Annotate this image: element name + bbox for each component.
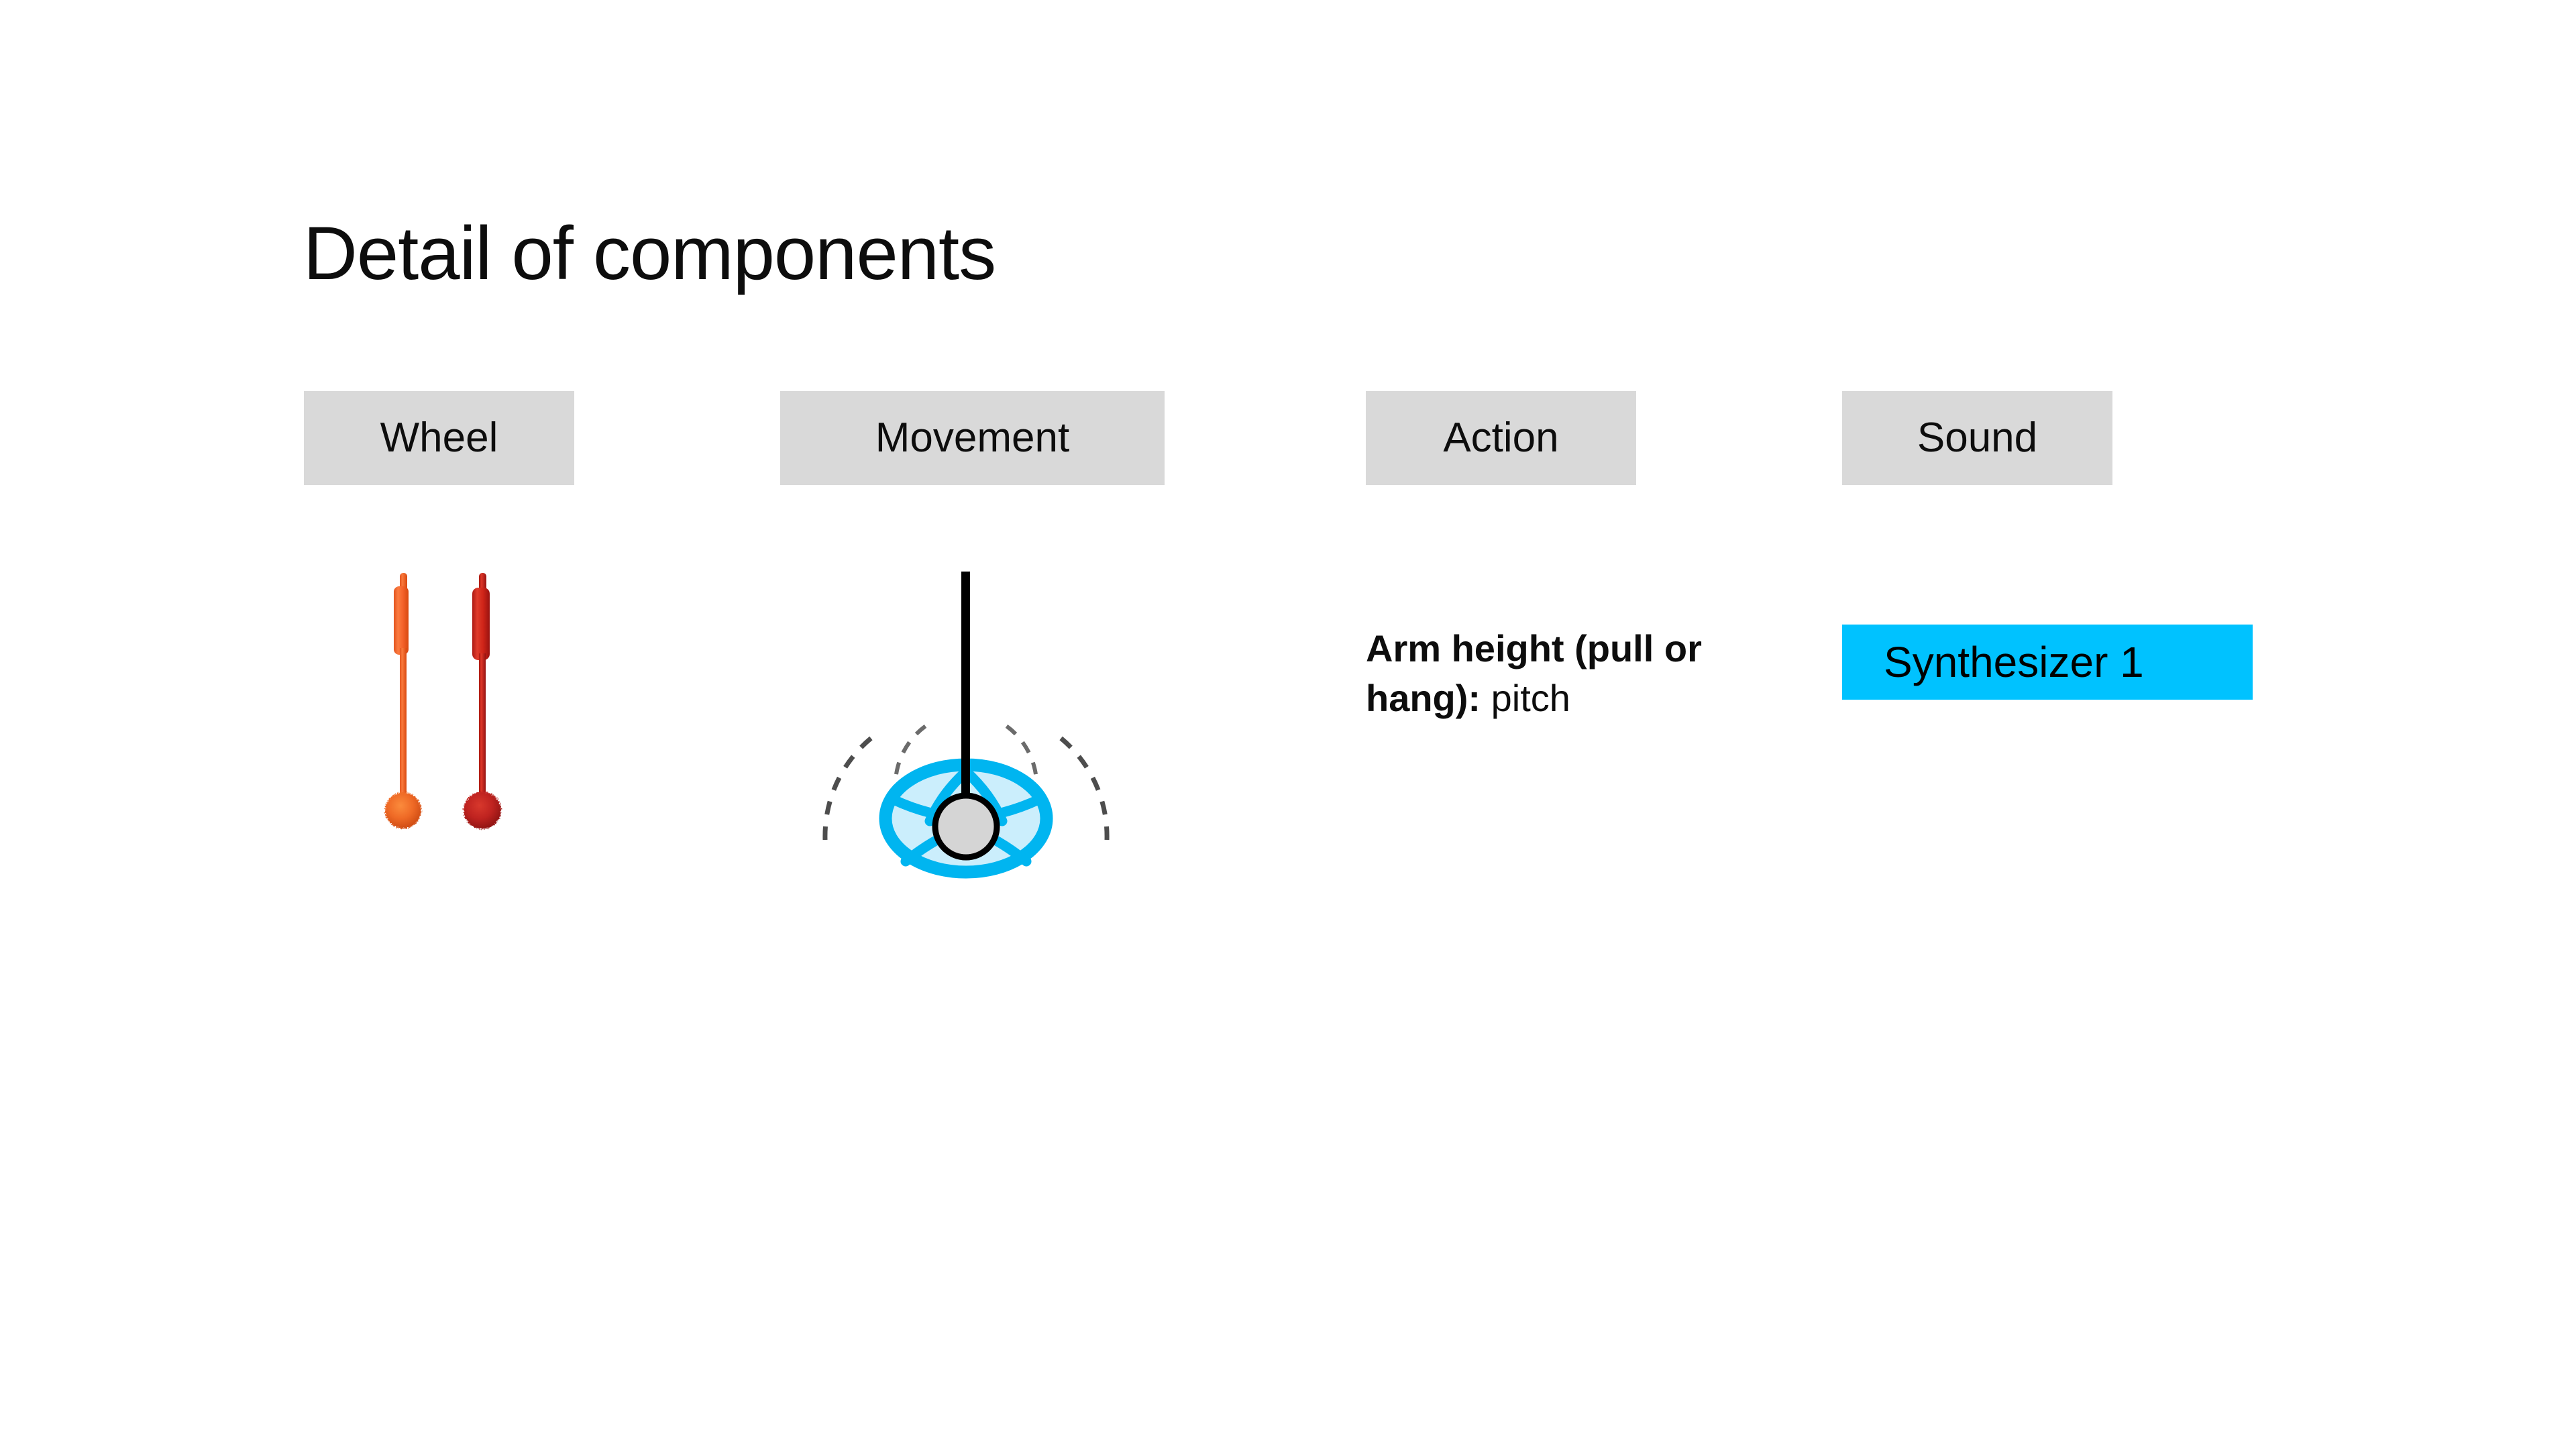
swing-arc-outer <box>822 731 1110 841</box>
sound-badge-label: Synthesizer 1 <box>1884 638 2144 686</box>
wheel-hub <box>932 792 1000 861</box>
column-header-wheel: Wheel <box>304 391 574 485</box>
column-header-action: Action <box>1366 391 1636 485</box>
orange-mallet <box>385 573 421 828</box>
column-header-movement: Movement <box>780 391 1165 485</box>
two-mallets-photo <box>349 564 550 865</box>
column-header-label: Action <box>1443 415 1559 461</box>
action-description-bold: Arm height (pull or hang): <box>1366 627 1702 720</box>
column-header-label: Movement <box>875 415 1070 461</box>
action-description: Arm height (pull or hang): pitch <box>1366 624 1715 724</box>
column-header-label: Sound <box>1917 415 2038 461</box>
swinging-wheel-pendulum-diagram <box>798 550 1134 899</box>
red-mallet <box>464 573 501 829</box>
action-description-normal: pitch <box>1481 677 1570 720</box>
page-title: Detail of components <box>303 211 996 295</box>
sound-badge[interactable]: Synthesizer 1 <box>1842 625 2253 700</box>
column-header-label: Wheel <box>380 415 498 461</box>
column-header-sound: Sound <box>1842 391 2112 485</box>
pendulum-rod <box>961 572 970 818</box>
